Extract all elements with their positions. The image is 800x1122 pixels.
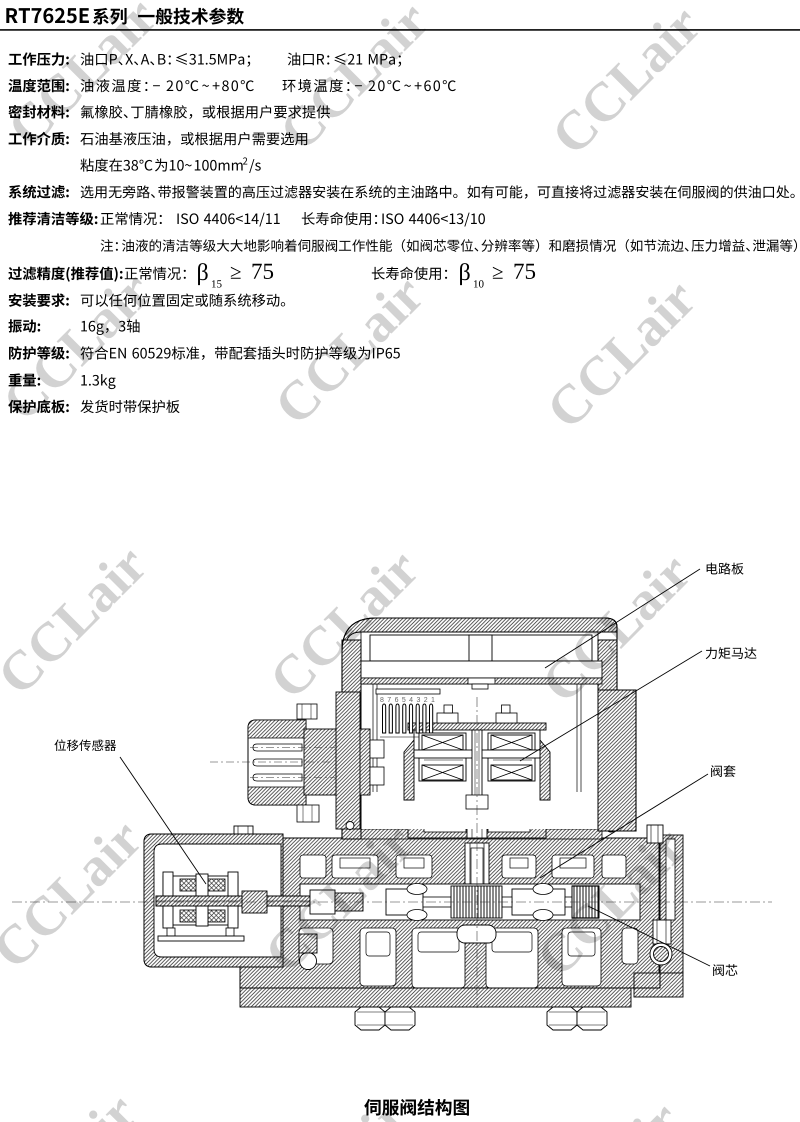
svg-text:CCLair: CCLair — [0, 1082, 148, 1122]
svg-text:CCLair: CCLair — [0, 0, 168, 158]
svg-text:CCLair: CCLair — [248, 1086, 421, 1122]
svg-text:CCLair: CCLair — [520, 1090, 693, 1122]
svg-text:CCLair: CCLair — [0, 808, 153, 981]
svg-text:CCLair: CCLair — [540, 0, 713, 166]
svg-text:CCLair: CCLair — [0, 260, 163, 433]
svg-text:87654321: 87654321 — [380, 697, 438, 704]
svg-text:CCLair: CCLair — [535, 268, 708, 441]
svg-text:CCLair: CCLair — [268, 0, 441, 162]
svg-text:CCLair: CCLair — [263, 264, 436, 437]
svg-text:CCLair: CCLair — [0, 534, 158, 707]
